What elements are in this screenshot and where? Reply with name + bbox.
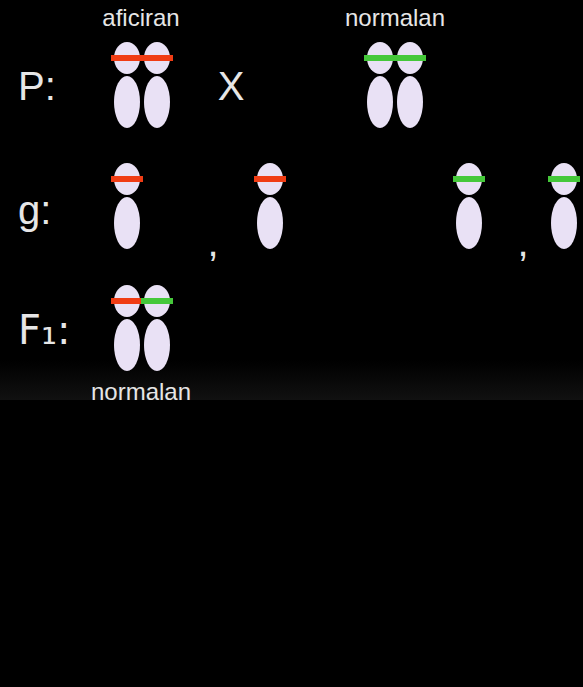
- separator-comma: ,: [517, 222, 528, 262]
- phenotype-label: aficiran: [102, 6, 179, 30]
- separator-comma: ,: [207, 222, 218, 262]
- phenotype-label: normalan: [91, 380, 191, 404]
- cross-symbol: X: [218, 66, 245, 106]
- chromosome: [111, 42, 580, 371]
- generation-label: F₁:: [18, 310, 71, 350]
- phenotype-label: normalan: [345, 6, 445, 30]
- generation-label: P:: [18, 66, 56, 106]
- generation-label: g:: [18, 190, 51, 230]
